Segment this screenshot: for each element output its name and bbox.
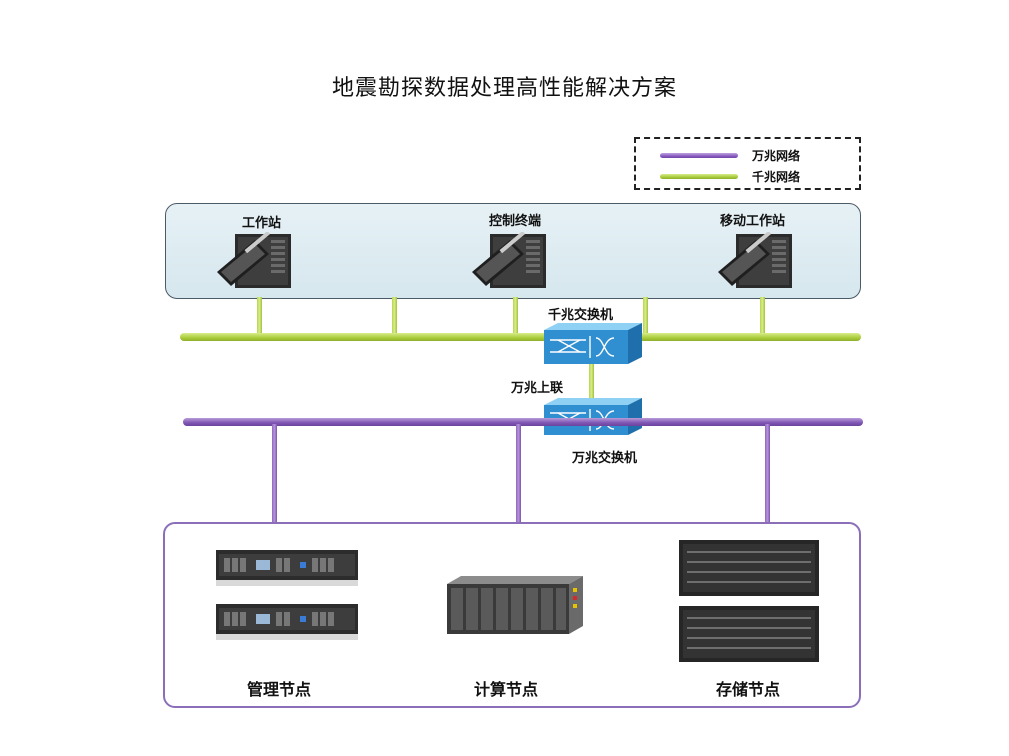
gigabit-switch-label: 千兆交换机	[548, 308, 614, 323]
control-terminal-label: 控制终端	[489, 214, 542, 229]
ten-gigabit-link	[516, 424, 521, 524]
ten-gigabit-link	[272, 424, 277, 524]
legend-swatch-1g	[660, 174, 738, 179]
gigabit-link	[392, 297, 397, 335]
management-node-label: 管理节点	[247, 680, 312, 699]
legend: 万兆网络 千兆网络	[634, 137, 861, 190]
gigabit-link	[257, 297, 262, 335]
uplink-label: 万兆上联	[511, 381, 564, 396]
storage-node-label: 存储节点	[716, 680, 781, 699]
compute-node-icon	[447, 576, 583, 634]
workstation-label: 工作站	[242, 216, 282, 231]
gigabit-link	[513, 297, 518, 335]
mobile-workstation-icon	[718, 232, 792, 288]
mobile-workstation-label: 移动工作站	[720, 214, 786, 229]
legend-label-1g: 千兆网络	[752, 170, 801, 184]
workstation-icon	[217, 232, 291, 288]
control-terminal-icon	[472, 232, 546, 288]
compute-node-label: 计算节点	[474, 680, 539, 699]
ten-gigabit-link	[765, 424, 770, 524]
ten-gigabit-switch-icon	[544, 398, 642, 435]
gigabit-switch-icon	[544, 323, 642, 364]
uplink-link	[589, 364, 594, 398]
legend-label-10g: 万兆网络	[752, 149, 801, 163]
storage-node-icon	[679, 540, 819, 662]
gigabit-link	[643, 297, 648, 335]
gigabit-network-bus	[180, 333, 861, 341]
management-node-icon	[216, 550, 358, 640]
ten-gigabit-switch-label: 万兆交换机	[572, 451, 638, 466]
diagram-title: 地震勘探数据处理高性能解决方案	[331, 76, 677, 101]
legend-swatch-10g	[660, 153, 738, 158]
gigabit-link	[760, 297, 765, 335]
ten-gigabit-network-bus	[183, 418, 863, 426]
